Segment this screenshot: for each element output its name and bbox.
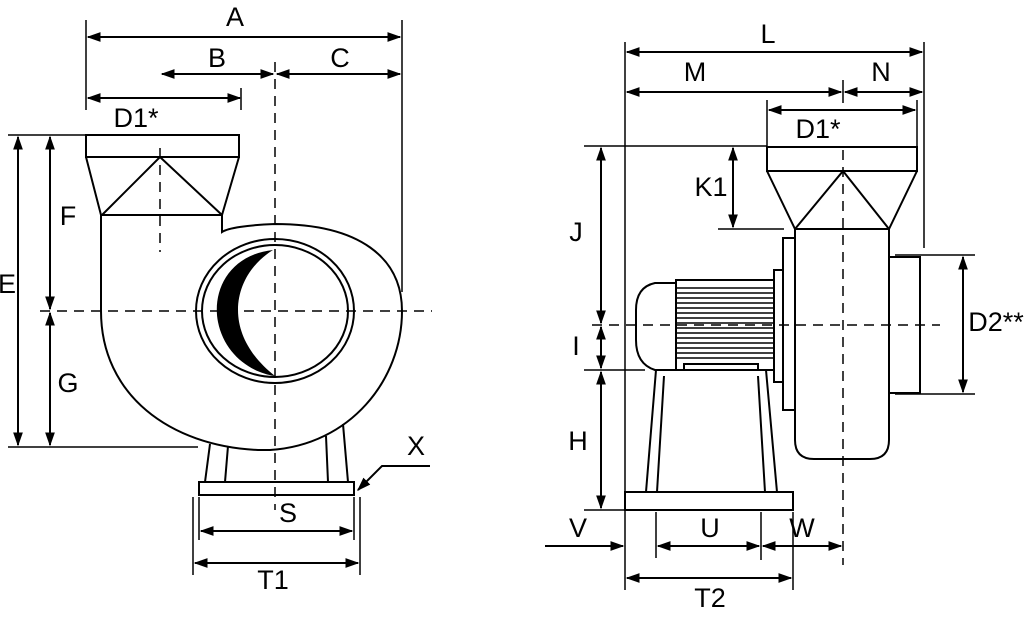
fan-housing — [794, 229, 890, 460]
base-plate — [624, 491, 794, 511]
stand-legs — [656, 375, 766, 493]
base-plate — [198, 481, 355, 496]
dim-leader-x — [357, 465, 430, 491]
label-t2: T2 — [694, 583, 726, 613]
inlet-ring-inner — [201, 244, 349, 378]
label-n: N — [871, 57, 891, 87]
housing-flange — [782, 237, 796, 411]
label-m: M — [684, 57, 707, 87]
motor-flange — [773, 269, 784, 383]
label-g: G — [57, 368, 78, 398]
label-f: F — [60, 201, 77, 231]
stand-frame — [644, 369, 779, 493]
label-d1: D1* — [795, 114, 841, 144]
label-d2: D2** — [968, 307, 1024, 337]
label-j: J — [569, 217, 583, 247]
outlet-diagonals — [101, 155, 223, 216]
label-c: C — [330, 43, 350, 73]
front-view: A B C D1* E F G S T1 X — [0, 2, 432, 595]
label-s: S — [279, 498, 297, 528]
inlet-collar — [888, 256, 921, 394]
outlet-diagonals — [794, 169, 890, 230]
impeller-crescent — [216, 250, 275, 376]
label-w: W — [789, 513, 815, 543]
label-t1: T1 — [257, 565, 289, 595]
outlet-transition — [766, 170, 918, 230]
label-h: H — [568, 426, 588, 456]
label-v: V — [569, 513, 587, 543]
label-a: A — [226, 2, 244, 32]
motor-end-cap — [635, 282, 677, 371]
side-view: L M N D1* K1 J I H D2** V U W T2 — [545, 19, 1024, 613]
outlet-flange — [85, 134, 240, 158]
label-e: E — [0, 269, 16, 299]
outlet-transition — [85, 156, 240, 216]
label-u: U — [700, 513, 720, 543]
stand-legs — [224, 435, 329, 483]
outlet-flange — [766, 146, 918, 172]
motor-cooling-fins — [677, 287, 773, 359]
label-l: L — [760, 19, 775, 49]
label-k1: K1 — [694, 172, 727, 202]
label-x: X — [407, 431, 425, 461]
inlet-ring-outer — [195, 238, 355, 384]
scroll-housing — [100, 215, 404, 451]
label-i: I — [572, 331, 580, 361]
label-b: B — [208, 43, 226, 73]
label-d1: D1* — [113, 103, 159, 133]
